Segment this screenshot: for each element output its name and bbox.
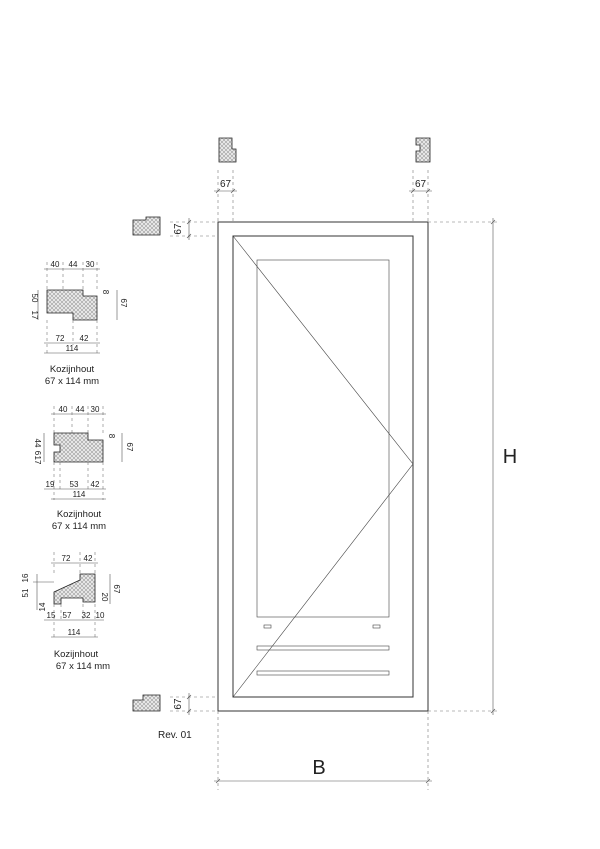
p3-top-dim-2: 42: [84, 554, 93, 563]
panel-bar-upper: [256, 645, 390, 651]
glass-panel: [256, 259, 390, 618]
left-jamb-dimension: 67: [214, 170, 237, 222]
p2-bottom-dim-1: 19: [46, 480, 55, 489]
sill-dimension: 67: [170, 693, 218, 715]
height-label: H: [503, 446, 517, 468]
p1-top-dim-2: 44: [69, 260, 78, 269]
width-label: B: [312, 757, 325, 779]
p1-profile-section: [46, 289, 98, 321]
p2-total-dim: 114: [73, 490, 86, 499]
p1-left-dim-1: 50: [30, 294, 39, 303]
p2-top-dim-1: 40: [59, 405, 68, 414]
p2-top-dim-2: 44: [76, 405, 85, 414]
left-jamb-dim-label: 67: [220, 179, 232, 190]
p2-size: 67 x 114 mm: [52, 521, 106, 532]
p3-bottom-dim-4: 10: [96, 611, 105, 620]
head-dimension: 67: [170, 218, 218, 240]
p2-profile-section: [53, 432, 104, 463]
profile-detail-1: 40 44 30 50 17 8 67 72 42 114 Kozijnhout…: [30, 260, 128, 387]
revision-label: Rev. 01: [158, 730, 192, 741]
p3-left-dim-2: 16: [21, 573, 30, 582]
p1-total-dim: 114: [66, 344, 79, 353]
p3-total-dim: 114: [68, 628, 81, 637]
height-dimension: H: [428, 218, 517, 715]
p3-left-dim-1: 51: [21, 588, 30, 597]
hinge-mark-left: [263, 624, 272, 629]
p3-left-dim-3: 14: [38, 602, 47, 611]
hinge-mark-right: [372, 624, 381, 629]
p2-right-dim-1: 8: [107, 434, 116, 439]
p1-top-dim-1: 40: [51, 260, 60, 269]
p3-bottom-dim-2: 57: [63, 611, 72, 620]
right-jamb-dim-label: 67: [415, 179, 427, 190]
p2-name: Kozijnhout: [57, 509, 102, 520]
p1-name: Kozijnhout: [50, 364, 95, 375]
p3-profile-section: [53, 573, 96, 605]
door-elevation: [217, 221, 429, 712]
p1-left-dim-2: 17: [30, 311, 39, 320]
p2-left-dim-1: 44: [33, 439, 42, 448]
p3-top-dim-1: 72: [62, 554, 71, 563]
right-jamb-dimension: 67: [409, 170, 432, 222]
top-left-profile-icon: [218, 137, 237, 163]
p1-right-dim-1: 8: [101, 290, 110, 295]
head-profile-icon: [132, 216, 161, 236]
p2-bottom-dim-2: 53: [70, 480, 79, 489]
profile-detail-2: 40 44 30 44 6 17 8 67 19 53 42 114 Kozij…: [33, 405, 134, 532]
sill-dim-label: 67: [173, 698, 184, 710]
p1-bottom-dim-1: 72: [56, 334, 65, 343]
p1-size: 67 x 114 mm: [45, 376, 99, 387]
p3-right-dim-1: 20: [100, 593, 109, 602]
p2-left-dim-3: 17: [33, 456, 42, 465]
p2-right-dim-2: 67: [125, 443, 134, 452]
p1-top-dim-3: 30: [86, 260, 95, 269]
p2-top-dim-3: 30: [91, 405, 100, 414]
profile-detail-3: 72 42 51 16 14 20 67 15 57 32 10 114 Koz…: [21, 552, 121, 672]
width-dimension: B: [214, 711, 432, 790]
p3-bottom-dim-3: 32: [82, 611, 91, 620]
p3-right-dim-2: 67: [112, 585, 121, 594]
p3-size: 67 x 114 mm: [56, 661, 110, 672]
p2-bottom-dim-3: 42: [91, 480, 100, 489]
sill-profile-icon: [132, 694, 161, 712]
top-right-profile-icon: [415, 137, 431, 163]
head-dim-label: 67: [173, 223, 184, 235]
p3-bottom-dim-1: 15: [47, 611, 56, 620]
panel-bar-lower: [256, 670, 390, 676]
outer-frame: [217, 221, 429, 712]
p1-bottom-dim-2: 42: [80, 334, 89, 343]
opening-direction-lines: [232, 235, 414, 698]
inner-frame: [232, 235, 414, 698]
p1-right-dim-2: 67: [119, 299, 128, 308]
p3-name: Kozijnhout: [54, 649, 99, 660]
p2-left-dim-2: 6: [33, 451, 42, 456]
